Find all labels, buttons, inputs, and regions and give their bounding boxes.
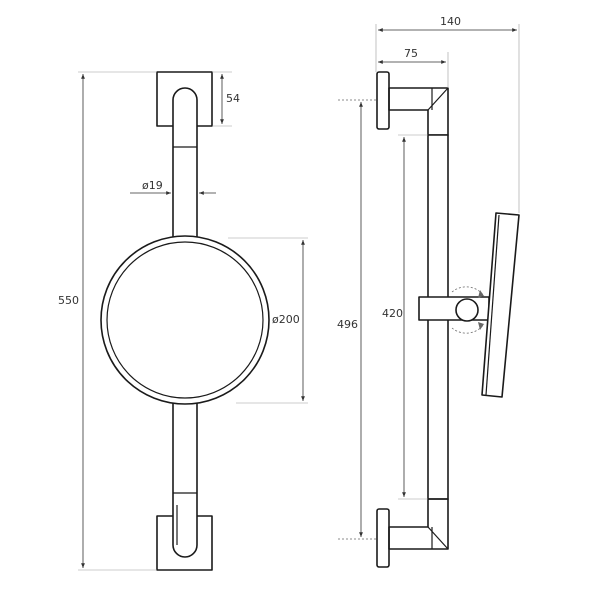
side-pivot-knob bbox=[455, 298, 479, 322]
side-mirror-profile bbox=[481, 212, 520, 398]
dim-overall-height: 550 bbox=[58, 294, 79, 307]
dim-fixing-centres: 496 bbox=[337, 318, 358, 331]
side-dimensions: 140 75 496 420 bbox=[337, 15, 520, 540]
side-top-wall-plate bbox=[376, 71, 390, 130]
side-bottom-wall-plate bbox=[376, 508, 390, 568]
dim-mirror-diameter: ø200 bbox=[272, 313, 300, 326]
dim-slide-travel: 420 bbox=[382, 307, 403, 320]
dim-bracket-height: 54 bbox=[226, 92, 240, 105]
front-view bbox=[100, 71, 270, 571]
dim-total-depth: 140 bbox=[440, 15, 461, 28]
front-dimensions: 550 54 ø19 ø200 bbox=[58, 71, 308, 571]
side-bottom-arm bbox=[388, 498, 449, 550]
front-lower-tube bbox=[172, 401, 198, 558]
dim-tube-diameter: ø19 bbox=[142, 179, 163, 192]
dim-bracket-depth: 75 bbox=[404, 47, 418, 60]
front-mirror-outer bbox=[100, 235, 270, 405]
front-mirror-inner bbox=[106, 241, 264, 399]
side-top-arm bbox=[388, 87, 449, 136]
front-upper-tube bbox=[172, 87, 198, 239]
